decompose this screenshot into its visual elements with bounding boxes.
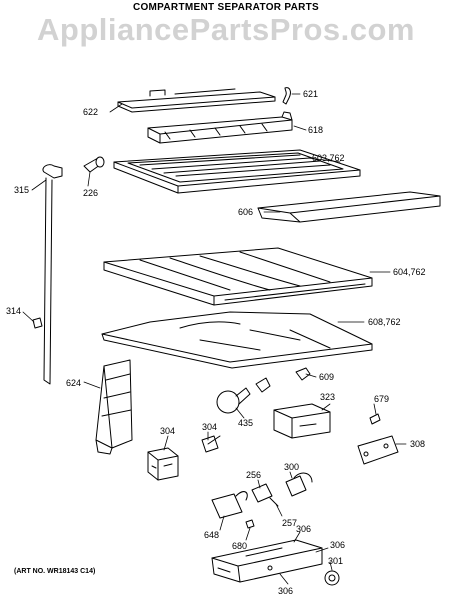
callout-304a: 304 [160,426,175,436]
callout-435: 435 [238,418,253,428]
callout-624: 624 [66,378,81,388]
callout-606: 606 [238,207,253,217]
part-304b-knob [201,435,221,453]
callout-604-762: 604,762 [393,267,426,277]
callout-304b: 304 [202,422,217,432]
leader-lines [22,93,407,585]
part-622-cover [117,88,276,113]
callout-314: 314 [6,306,21,316]
part-679-screw [369,413,381,425]
art-number: (ART NO. WR18143 C14) [14,568,96,575]
callout-306b: 306 [330,540,345,550]
callout-308: 308 [410,439,425,449]
callout-301: 301 [328,556,343,566]
callout-labels: 622 621 618 603,762 315 226 606 604,762 … [6,89,426,596]
part-609-knob [295,367,311,381]
part-323-housing [273,403,331,439]
callout-679: 679 [374,394,389,404]
part-306-housing [211,539,323,583]
callout-618: 618 [308,125,323,135]
callout-608-762: 608,762 [368,317,401,327]
callout-306a: 306 [296,524,311,534]
callout-680: 680 [232,541,247,551]
part-308-bracket [357,435,399,465]
part-301-knob [324,570,340,586]
callout-609: 609 [319,372,334,382]
callout-306c: 306 [278,586,293,596]
callout-603-762: 603,762 [312,153,345,163]
part-315-rod [32,164,63,385]
part-603-shelf [113,149,361,194]
part-226-cylinder [83,156,105,173]
callout-323: 323 [320,392,335,402]
part-621-clip [282,87,291,105]
callout-226: 226 [83,188,98,198]
callout-621: 621 [303,89,318,99]
diagram-title: COMPARTMENT SEPARATOR PARTS [132,2,320,13]
part-304a-box [147,447,179,481]
part-256-300-components [251,472,313,507]
callout-257: 257 [282,518,297,528]
part-606-trim [257,191,441,223]
part-624-panel [95,359,133,455]
part-604-cover [103,247,373,306]
part-648-module [211,491,248,519]
callout-622: 622 [83,107,98,117]
callout-300: 300 [284,462,299,472]
part-608-tray [101,311,373,369]
callout-315: 315 [14,185,29,195]
part-680-screw [245,519,255,529]
part-618-damper [147,111,293,144]
part-435-bulb [216,377,271,414]
callout-648: 648 [204,530,219,540]
callout-256: 256 [246,470,261,480]
watermark: AppliancePartsPros.com [37,12,415,47]
